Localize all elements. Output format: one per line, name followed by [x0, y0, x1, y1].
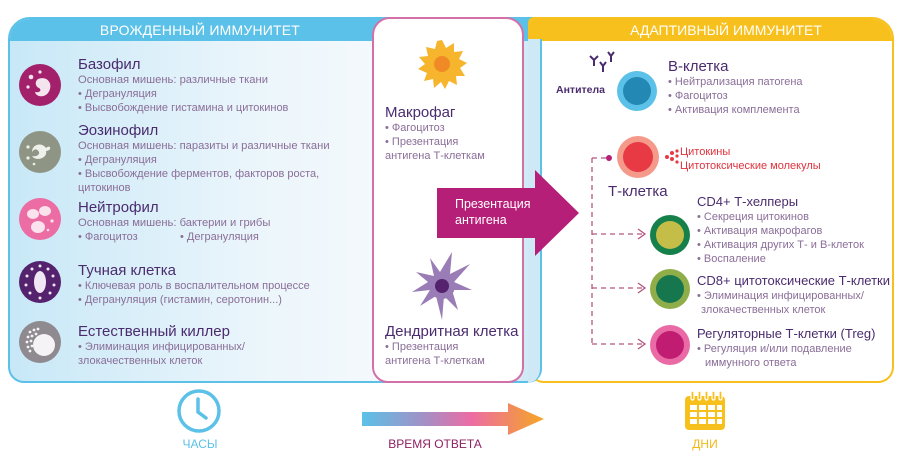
t-cell-products: Цитокины Цитотоксические молекулы: [680, 145, 821, 173]
t-cell-title: Т-клетка: [608, 183, 668, 200]
neutrophil-icon: [18, 197, 62, 246]
cd4-bullet: Секреция цитокинов: [697, 210, 897, 224]
macrophage-bullet-cont: антигена Т-клеткам: [385, 150, 485, 162]
eosinophil-bullet-cont: цитокинов: [78, 182, 131, 194]
b-cell-bullet: Фагоцитоз: [668, 89, 888, 103]
basophil-bullet: Высвобождение гистамина и цитокинов: [78, 101, 378, 115]
hours-label: ЧАСЫ: [182, 437, 218, 451]
macrophage-block: Макрофаг Фагоцитоз Презентация антигена …: [385, 104, 520, 163]
cd4-block: CD4+ Т-хелперы Секреция цитокинов Актива…: [697, 193, 897, 266]
calendar-icon: [683, 390, 727, 437]
natural-killer-title: Естественный киллер: [78, 323, 230, 340]
treg-cell-icon: [649, 324, 691, 371]
cd8-block: CD8+ цитотоксические Т-клетки Элиминация…: [697, 272, 897, 317]
treg-title: Регуляторные Т-клетки (Treg): [697, 326, 876, 341]
mast-cell-icon: [18, 260, 62, 309]
eosinophil-target: Основная мишень: паразиты и различные тк…: [78, 140, 330, 152]
antigen-presentation-arrow: [437, 170, 581, 261]
basophil-target: Основная мишень: различные ткани: [78, 74, 268, 86]
cd8-title: CD8+ цитотоксические Т-клетки: [697, 273, 890, 288]
cd4-bullet: Воспаление: [697, 252, 897, 266]
natural-killer-bullet-cont: злокачественных клеток: [78, 355, 203, 367]
t-cell-product: Цитокины: [680, 146, 731, 158]
basophil-icon: [18, 63, 62, 112]
natural-killer-icon: [18, 320, 62, 369]
b-cell-block: В-клетка Нейтрализация патогена Фагоцито…: [668, 58, 888, 117]
days-label: ДНИ: [692, 437, 718, 451]
macrophage-title: Макрофаг: [385, 104, 456, 121]
cytokine-dots-icon: [664, 149, 680, 170]
arrow-label-line1: Презентация: [455, 197, 531, 211]
treg-bullet-cont: иммунного ответа: [705, 357, 797, 369]
antigen-presentation-label: Презентация антигена: [455, 196, 531, 228]
neutrophil-bullet: Дегрануляция: [180, 230, 259, 244]
mast-cell-bullet: Дегрануляция (гистамин, серотонин...): [78, 293, 378, 307]
neutrophil-bullet: Фагоцитоз: [78, 230, 180, 244]
natural-killer-block: Естественный киллер Элиминация инфициров…: [78, 323, 378, 368]
dendritic-cell-block: Дендритная клетка Презентация антигена Т…: [385, 323, 525, 368]
dendritic-cell-bullet-cont: антигена Т-клеткам: [385, 355, 485, 367]
eosinophil-bullet: Высвобождение ферментов, факторов роста,: [78, 167, 378, 181]
response-time-label: ВРЕМЯ ОТВЕТА: [388, 437, 482, 451]
clock-icon: [176, 388, 222, 439]
dendritic-cell-icon: [410, 250, 474, 327]
b-cell-bullet: Нейтрализация патогена: [668, 75, 888, 89]
basophil-title: Базофил: [78, 56, 141, 73]
eosinophil-icon: [18, 130, 62, 179]
basophil-block: Базофил Основная мишень: различные ткани…: [78, 56, 378, 115]
macrophage-bullet: Презентация: [385, 135, 520, 149]
eosinophil-block: Эозинофил Основная мишень: паразиты и ра…: [78, 122, 378, 195]
mast-cell-title: Тучная клетка: [78, 262, 176, 279]
mast-cell-block: Тучная клетка Ключевая роль в воспалител…: [78, 262, 378, 307]
dendritic-cell-title: Дендритная клетка: [385, 323, 519, 340]
basophil-bullet: Дегрануляция: [78, 87, 378, 101]
eosinophil-title: Эозинофил: [78, 122, 159, 139]
treg-bullet: Регуляция и/или подавление: [697, 342, 897, 356]
antibodies-icon: [588, 50, 618, 83]
cd4-bullet: Активация макрофагов: [697, 224, 897, 238]
response-time-arrow: [362, 403, 546, 440]
b-cell-title: В-клетка: [668, 58, 729, 75]
b-cell-icon: [616, 70, 658, 117]
adaptive-header: АДАПТИВНЫЙ ИММУНИТЕТ: [530, 19, 892, 41]
cd4-bullet: Активация других Т- и В-клеток: [697, 238, 897, 252]
natural-killer-bullet: Элиминация инфицированных/: [78, 340, 378, 354]
t-cell-connector: [590, 150, 660, 365]
b-cell-bullet: Активация комплемента: [668, 103, 888, 117]
neutrophil-block: Нейтрофил Основная мишень: бактерии и гр…: [78, 199, 378, 244]
treg-block: Регуляторные Т-клетки (Treg) Регуляция и…: [697, 325, 897, 370]
cd8-cell-icon: [649, 268, 691, 315]
cd4-title: CD4+ Т-хелперы: [697, 194, 799, 209]
arrow-label-line2: антигена: [455, 213, 507, 227]
macrophage-bullet: Фагоцитоз: [385, 121, 520, 135]
neutrophil-target: Основная мишень: бактерии и грибы: [78, 217, 271, 229]
t-cell-icon: [616, 135, 660, 184]
dendritic-cell-bullet: Презентация: [385, 340, 525, 354]
cd4-cell-icon: [649, 214, 691, 261]
antibodies-label: Антитела: [556, 84, 606, 96]
mast-cell-bullet: Ключевая роль в воспалительном процессе: [78, 279, 378, 293]
neutrophil-title: Нейтрофил: [78, 199, 159, 216]
macrophage-icon: [415, 38, 469, 97]
cd8-bullet-cont: злокачественных клеток: [701, 304, 826, 316]
cd8-bullet: Элиминация инфицированных/: [697, 289, 897, 303]
t-cell-product: Цитотоксические молекулы: [680, 160, 821, 172]
eosinophil-bullet: Дегрануляция: [78, 153, 378, 167]
